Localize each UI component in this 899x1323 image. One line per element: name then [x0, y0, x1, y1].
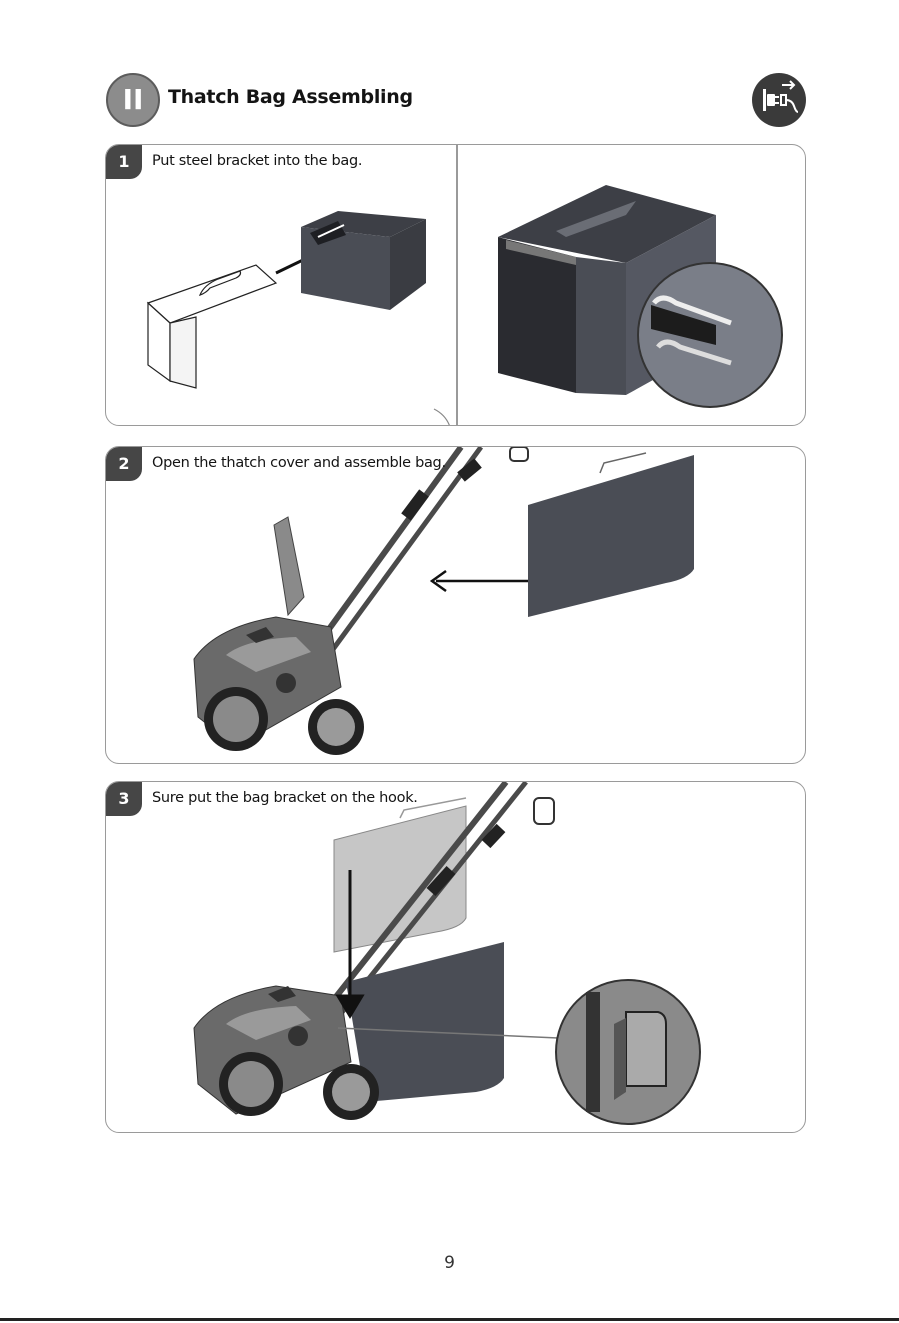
step-3-panel: 3 Sure put the bag bracket on the hook.	[105, 781, 806, 1133]
step-instruction: Open the thatch cover and assemble bag.	[152, 455, 446, 471]
unplug-power-icon	[752, 73, 806, 127]
section-badge: II	[106, 73, 160, 127]
wheel-rear	[204, 687, 268, 751]
page-number: 9	[0, 1253, 899, 1273]
handle-grip	[510, 447, 528, 461]
axle-knob	[288, 1026, 308, 1046]
step-1-panel: 1 Put steel bracket into the bag.	[105, 144, 806, 426]
step-instruction: Sure put the bag bracket on the hook.	[152, 790, 418, 806]
axle-knob	[276, 673, 296, 693]
wheel-front	[308, 699, 364, 755]
hook-bag-illustration	[106, 782, 806, 1133]
thatch-bag-small	[301, 211, 426, 310]
step-instruction: Put steel bracket into the bag.	[152, 153, 362, 169]
wheel-rear	[219, 1052, 283, 1116]
section-title: Thatch Bag Assembling	[168, 86, 413, 108]
bottom-rule	[0, 1318, 899, 1321]
thatch-bag	[528, 453, 694, 617]
handle-grip	[534, 798, 554, 824]
step-number: 1	[106, 145, 142, 179]
step-number: 2	[106, 447, 142, 481]
steel-bracket	[148, 265, 276, 388]
wheel-front	[323, 1064, 379, 1120]
zoom-detail	[638, 263, 782, 407]
thatch-cover	[274, 517, 304, 615]
assemble-bag-illustration	[106, 447, 806, 764]
step-number: 3	[106, 782, 142, 816]
hook-zoom-detail	[556, 980, 700, 1124]
bracket-insert-illustration	[106, 145, 806, 426]
scarifier-handle	[316, 447, 481, 652]
step-2-panel: 2 Open the thatch cover and assemble bag…	[105, 446, 806, 764]
